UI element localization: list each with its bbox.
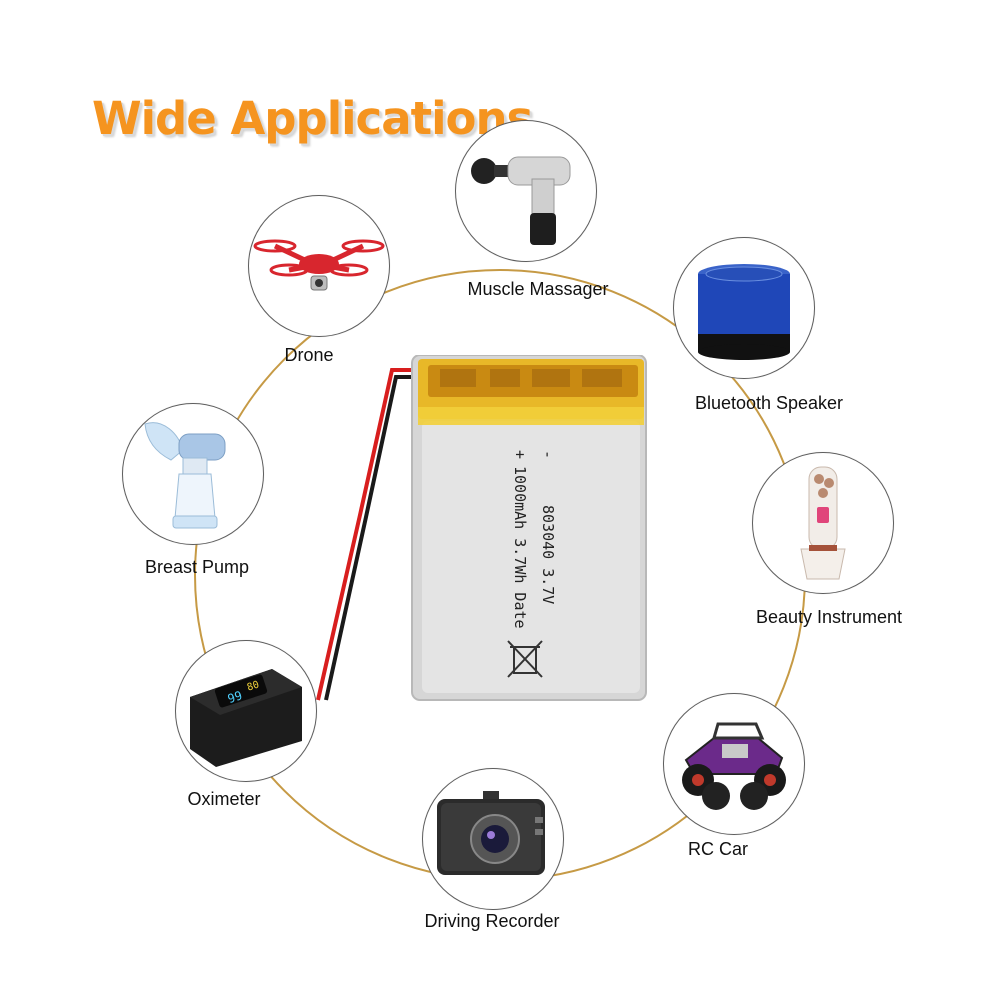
dashcam-icon [437,791,545,875]
drone-icon [253,239,385,291]
oximeter-reading-b: 80 [246,679,261,693]
label-drone: Drone [284,345,334,365]
battery-capacity-text: 1000mAh 3.7Wh Date [511,466,529,629]
battery-plus: + [511,450,529,459]
battery-minus: - [539,450,557,459]
label-bluetooth-speaker: Bluetooth Speaker [694,393,844,413]
label-breast-pump: Breast Pump [144,557,250,577]
battery-model-text: 803040 3.7V [539,505,557,604]
bubble-driving-recorder [422,768,564,910]
bubble-muscle-massager [455,120,597,262]
label-muscle-massager: Muscle Massager [467,279,609,299]
oximeter-icon: 99 80 [190,669,302,767]
bubble-rc-car [663,693,805,835]
label-oximeter: Oximeter [187,789,261,809]
lipo-battery: - 803040 3.7V + 1000mAh 3.7Wh Date [316,355,647,701]
oximeter-reading-a: 99 [226,688,244,706]
label-driving-recorder: Driving Recorder [424,911,560,931]
beauty-device-icon [800,466,846,580]
bubble-beauty-instrument [752,452,894,594]
bubble-oximeter: 99 80 [175,640,317,782]
breast-pump-icon [144,422,226,529]
label-beauty-instrument: Beauty Instrument [755,607,903,627]
page-title: Wide Applications [92,92,533,145]
rc-car-icon [682,722,786,810]
bubble-breast-pump [122,403,264,545]
bubble-drone [248,195,390,337]
bubble-bluetooth-speaker [673,237,815,379]
crossed-bin-icon [507,640,543,678]
massage-gun-icon [471,156,571,245]
label-rc-car: RC Car [687,839,749,859]
speaker-icon [698,264,790,360]
battery-foil [422,421,640,693]
